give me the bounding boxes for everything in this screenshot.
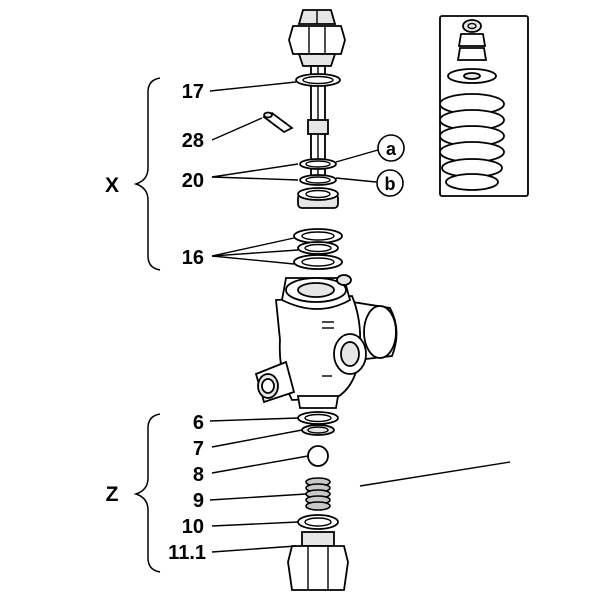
part-label-10: 10 — [182, 516, 204, 538]
group-z-brace — [133, 413, 161, 573]
callout-b: b — [385, 174, 396, 194]
leader-16-a — [211, 237, 295, 257]
leader-16-c — [211, 255, 295, 265]
leader-inset — [359, 461, 511, 487]
part-label-28: 28 — [182, 130, 204, 152]
o-ring-16b — [297, 241, 339, 255]
part-label-11-1: 11.1 — [168, 542, 206, 564]
part-label-16: 16 — [182, 247, 204, 269]
callout-b-circle — [376, 169, 404, 197]
leader-b — [335, 177, 377, 183]
part-label-8: 8 — [193, 464, 204, 486]
leader-9 — [209, 493, 307, 501]
group-x-label: X — [105, 174, 119, 197]
pin-28 — [262, 111, 294, 134]
ball-8 — [307, 445, 329, 467]
group-x-brace — [133, 77, 161, 271]
leader-10 — [211, 521, 299, 527]
part-label-9: 9 — [193, 490, 204, 512]
o-ring-10 — [297, 514, 339, 530]
spring-9 — [305, 477, 331, 511]
valve-stem-assembly — [288, 9, 346, 177]
seal-stack — [297, 187, 339, 209]
part-label-20: 20 — [182, 170, 204, 192]
callout-a: a — [386, 139, 397, 159]
callout-a-circle — [377, 134, 405, 162]
o-ring-16a — [293, 228, 343, 244]
part-label-7: 7 — [193, 438, 204, 460]
leader-20-a — [211, 163, 299, 178]
leader-7 — [211, 429, 303, 448]
part-label-17: 17 — [182, 81, 204, 103]
leader-8 — [211, 455, 309, 474]
cap-nut-11-1 — [287, 531, 349, 591]
leader-6 — [209, 417, 299, 422]
group-z-label: Z — [106, 483, 119, 506]
spring-assembly-inset — [439, 15, 529, 197]
leader-a — [335, 149, 379, 163]
valve-body — [254, 274, 398, 409]
leader-28 — [211, 117, 263, 141]
leader-11-1 — [211, 545, 297, 553]
o-ring-16c — [293, 254, 343, 270]
leader-20-b — [211, 176, 299, 181]
part-label-6: 6 — [193, 412, 204, 434]
leader-16-b — [211, 249, 299, 257]
leader-17 — [209, 81, 297, 92]
